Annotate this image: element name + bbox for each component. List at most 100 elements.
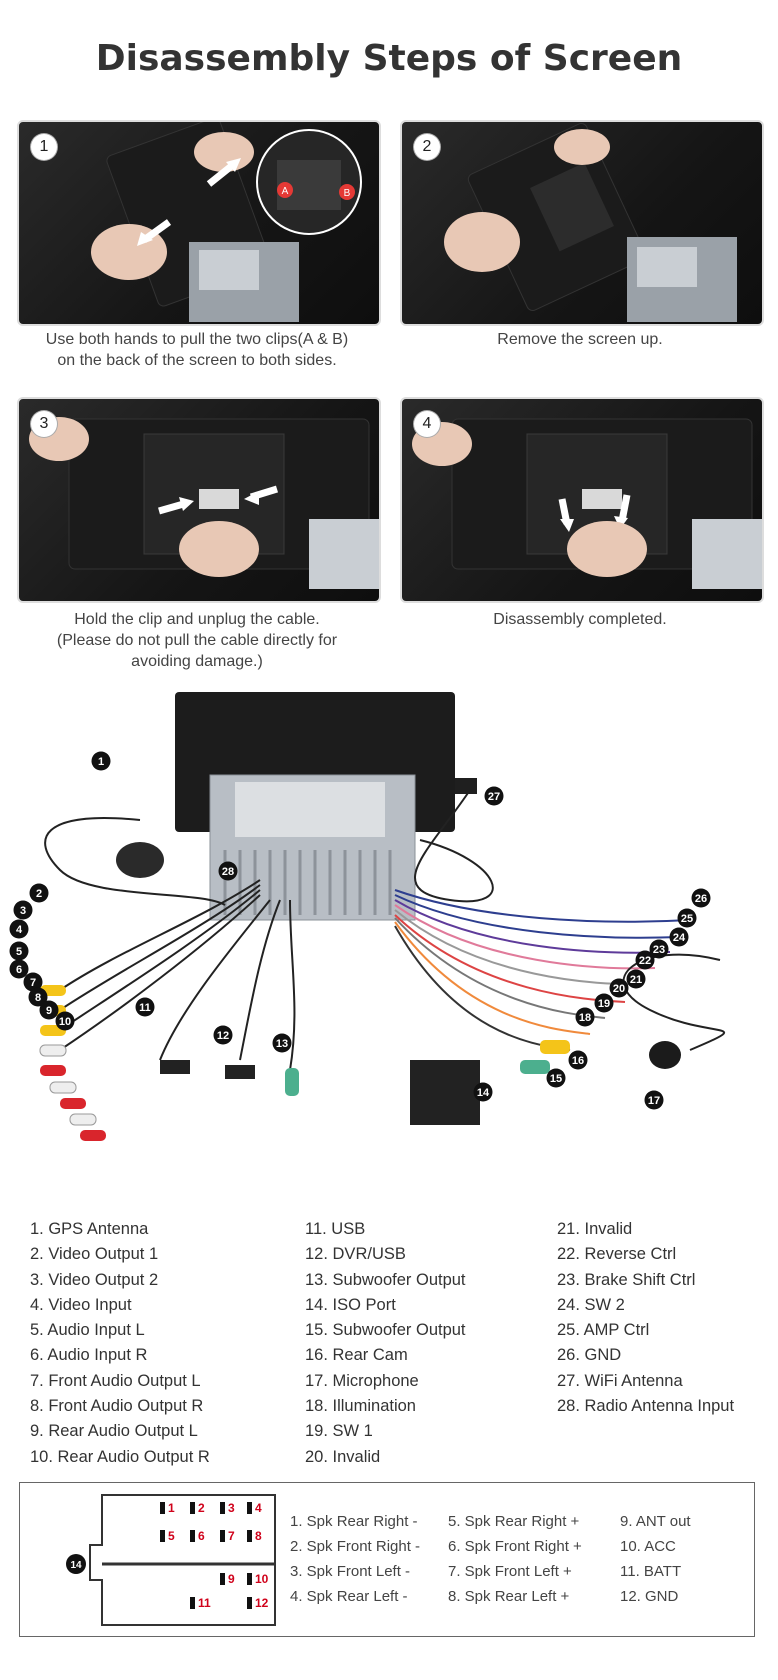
step-3-badge: 3: [31, 411, 57, 437]
iso-port-callout: [66, 1554, 86, 1574]
gps-antenna: [116, 842, 164, 878]
iso-pin-item: 12. GND: [620, 1588, 679, 1605]
legend-column-3: 21. Invalid 22. Reverse Ctrl 23. Brake S…: [557, 1217, 734, 1419]
legend-item: 1. GPS Antenna: [30, 1220, 149, 1238]
callout-label-8: 8: [35, 992, 41, 1004]
iso-pin-number-8: 8: [255, 1529, 262, 1543]
callout-badge-9: [39, 1000, 59, 1020]
step-2-badge: 2: [414, 134, 440, 160]
callout-label-14: 14: [477, 1087, 490, 1099]
legend-item: 24. SW 2: [557, 1295, 625, 1314]
legend-item: 25. AMP Ctrl: [557, 1321, 650, 1340]
iso-column-3: 9. ANT out 10. ACC 11. BATT 12. GND: [620, 1509, 691, 1609]
callout-label-10: 10: [59, 1016, 71, 1028]
legend-item: 19. SW 1: [305, 1422, 373, 1441]
legend-column-1: 1. GPS Antenna 2. Video Output 1 3. Vide…: [30, 1217, 210, 1470]
step-4-illustration: [412, 418, 762, 589]
callout-badge-24: [669, 927, 689, 947]
legend-item: 13. Subwoofer Output: [305, 1270, 466, 1289]
step-3-illustration: [29, 417, 379, 589]
callout-badge-13: [272, 1033, 292, 1053]
callout-label-19: 19: [598, 998, 610, 1010]
iso-pin-slot-9: [220, 1573, 225, 1585]
callout-badge-26: [691, 888, 711, 908]
iso-pin-number-5: 5: [168, 1529, 175, 1543]
step-2-illustration: [444, 123, 737, 322]
iso-pin-slot-1: [160, 1502, 165, 1514]
legend-column-2: 11. USB 12. DVR/USB 13. Subwoofer Output…: [305, 1217, 466, 1470]
callout-badge-21: [626, 969, 646, 989]
step-4-caption: Disassembly completed.: [493, 611, 667, 628]
callout-label-1: 1: [98, 756, 104, 768]
callout-label-6: 6: [16, 964, 22, 976]
callout-badge-20: [609, 978, 629, 998]
callout-badge-10: [55, 1011, 75, 1031]
callout-badge-7: [23, 972, 43, 992]
iso-pin-item: 1. Spk Rear Right -: [290, 1513, 418, 1530]
callout-badge-11: [135, 997, 155, 1017]
callout-label-9: 9: [46, 1005, 52, 1017]
iso-pin-number-7: 7: [228, 1529, 235, 1543]
iso-pin-item: 7. Spk Front Left +: [448, 1563, 572, 1580]
callout-label-27: 27: [488, 791, 500, 803]
iso-pin-slot-2: [190, 1502, 195, 1514]
iso-pin-slot-5: [160, 1530, 165, 1542]
iso-pin-slot-11: [190, 1597, 195, 1609]
legend-item: 9. Rear Audio Output L: [30, 1422, 198, 1441]
callout-label-7: 7: [30, 977, 36, 989]
iso-pin-number-1: 1: [168, 1501, 175, 1515]
iso-pin-number-12: 12: [255, 1596, 269, 1610]
callout-label-12: 12: [217, 1030, 229, 1042]
iso-pin-slot-10: [247, 1573, 252, 1585]
callout-label-5: 5: [16, 946, 22, 958]
legend-item: 21. Invalid: [557, 1220, 633, 1238]
step-2-photo: 2: [400, 120, 764, 326]
iso-pin-item: 9. ANT out: [620, 1513, 691, 1530]
iso-column-2: 5. Spk Rear Right + 6. Spk Front Right +…: [448, 1509, 582, 1609]
wiring-diagram: 1234567891011121314151617181920212223242…: [9, 692, 726, 1141]
legend-item: 27. WiFi Antenna: [557, 1371, 683, 1390]
iso-pin-item: 11. BATT: [620, 1563, 682, 1580]
callout-label-25: 25: [681, 913, 693, 925]
callout-badge-23: [649, 939, 669, 959]
callout-badge-27: [484, 786, 504, 806]
iso-pin-item: 10. ACC: [620, 1538, 676, 1555]
callout-label-18: 18: [579, 1012, 591, 1024]
microphone: [649, 1041, 681, 1069]
callout-label-24: 24: [673, 932, 686, 944]
callout-label-3: 3: [20, 905, 26, 917]
legend-item: 16. Rear Cam: [305, 1346, 408, 1365]
clip-b-label: B: [344, 188, 351, 199]
legend-item: 22. Reverse Ctrl: [557, 1245, 677, 1264]
legend-item: 28. Radio Antenna Input: [557, 1397, 735, 1416]
step-1-caption: Use both hands to pull the two clips(A &…: [45, 331, 349, 369]
callout-label-22: 22: [639, 955, 651, 967]
callout-label-2: 2: [36, 888, 42, 900]
iso-pin-number-6: 6: [198, 1529, 205, 1543]
iso-pin-item: 4. Spk Rear Left -: [290, 1588, 408, 1605]
iso-pin-number-10: 10: [255, 1572, 269, 1586]
iso-pin-slot-6: [190, 1530, 195, 1542]
legend-item: 14. ISO Port: [305, 1295, 396, 1314]
callout-label-11: 11: [139, 1002, 151, 1014]
callout-label-15: 15: [550, 1073, 562, 1085]
callout-badge-19: [594, 993, 614, 1013]
step-1-badge: 1: [31, 134, 57, 160]
step-3-photo: 3: [17, 397, 381, 603]
callout-badge-6: [9, 959, 29, 979]
iso-pin-item: 8. Spk Rear Left +: [448, 1588, 570, 1605]
callout-label-16: 16: [572, 1055, 584, 1067]
step-2-caption: Remove the screen up.: [497, 331, 663, 348]
step-1-photo: A B 1: [17, 120, 381, 326]
callout-badge-25: [677, 908, 697, 928]
callout-badge-15: [546, 1068, 566, 1088]
clip-a-label: A: [282, 186, 289, 197]
callout-label-20: 20: [613, 983, 625, 995]
head-unit-label: [235, 782, 385, 837]
callout-badge-22: [635, 950, 655, 970]
legend-item: 5. Audio Input L: [30, 1321, 145, 1340]
iso-pin-slot-7: [220, 1530, 225, 1542]
legend-item: 6. Audio Input R: [30, 1346, 148, 1365]
callout-badge-4: [9, 919, 29, 939]
